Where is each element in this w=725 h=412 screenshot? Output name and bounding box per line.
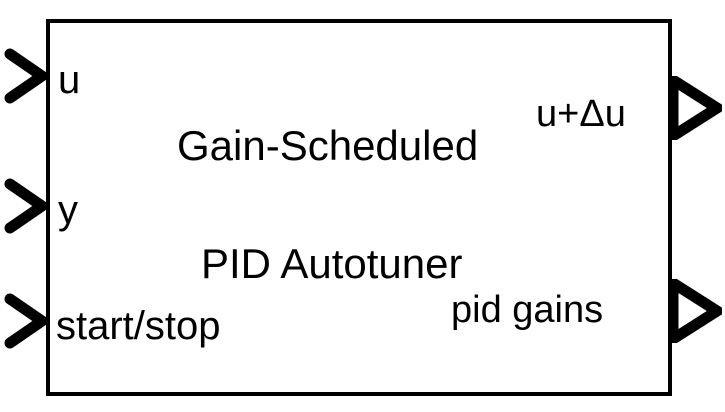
output-port-arrow-u-plus-delta-u[interactable] [668, 76, 722, 140]
input-label-start-stop: start/stop [56, 304, 221, 348]
output-port-arrow-pid-gains[interactable] [668, 279, 722, 343]
output-label-pid-gains: pid gains [451, 289, 604, 331]
input-port-arrow-y[interactable] [4, 178, 48, 234]
input-port-arrow-start-stop[interactable] [4, 293, 48, 349]
output-label-u-plus-delta-u: u+Δu [536, 93, 626, 135]
block-title-line-1: Gain-Scheduled [177, 122, 479, 169]
block-title-line-2: PID Autotuner [201, 240, 463, 287]
input-label-y: y [58, 188, 78, 232]
input-label-u: u [58, 58, 81, 102]
block-body[interactable] [46, 19, 672, 396]
input-port-arrow-u[interactable] [4, 48, 48, 104]
